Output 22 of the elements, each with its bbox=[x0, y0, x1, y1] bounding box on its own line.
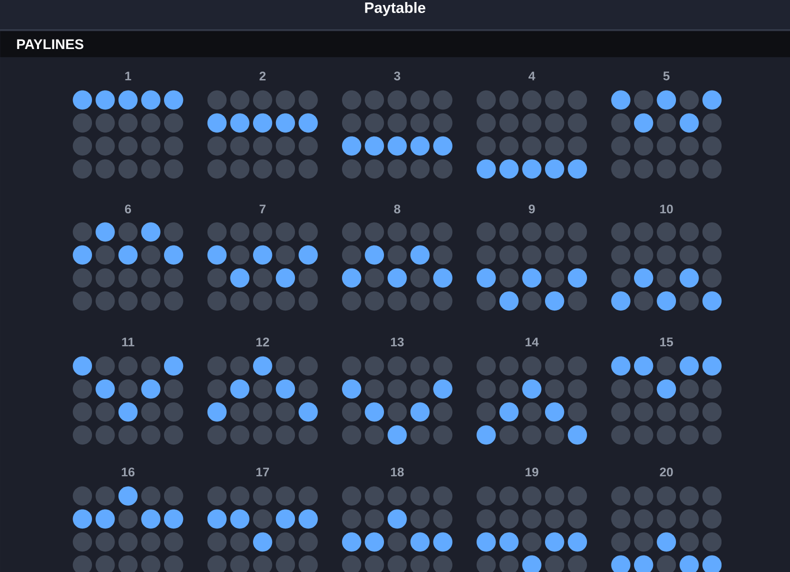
payline-number: 15 bbox=[660, 338, 673, 346]
payline-number: 4 bbox=[528, 72, 536, 80]
payline-number: 14 bbox=[526, 338, 539, 346]
payline-number: 1 bbox=[125, 72, 132, 80]
payline-number: 19 bbox=[526, 468, 538, 476]
payline-number: 16 bbox=[122, 468, 134, 476]
payline-number: 18 bbox=[391, 468, 404, 476]
payline-number: 9 bbox=[528, 204, 535, 214]
payline-number: 13 bbox=[391, 338, 404, 346]
payline-number: 3 bbox=[394, 72, 400, 80]
payline-number: 10 bbox=[660, 204, 673, 214]
payline-number: 7 bbox=[260, 204, 266, 214]
payline-number: 17 bbox=[256, 468, 269, 476]
payline-number: 2 bbox=[260, 72, 266, 80]
payline-number: 11 bbox=[122, 338, 134, 346]
section-header-band: PAYLINES bbox=[0, 31, 790, 58]
payline-number: 5 bbox=[663, 72, 670, 80]
payline-number: 6 bbox=[124, 204, 132, 214]
payline-number: 20 bbox=[660, 468, 673, 476]
payline-number: 12 bbox=[256, 338, 270, 346]
title: Paytable bbox=[365, 2, 426, 16]
payline-number: 8 bbox=[394, 204, 400, 214]
